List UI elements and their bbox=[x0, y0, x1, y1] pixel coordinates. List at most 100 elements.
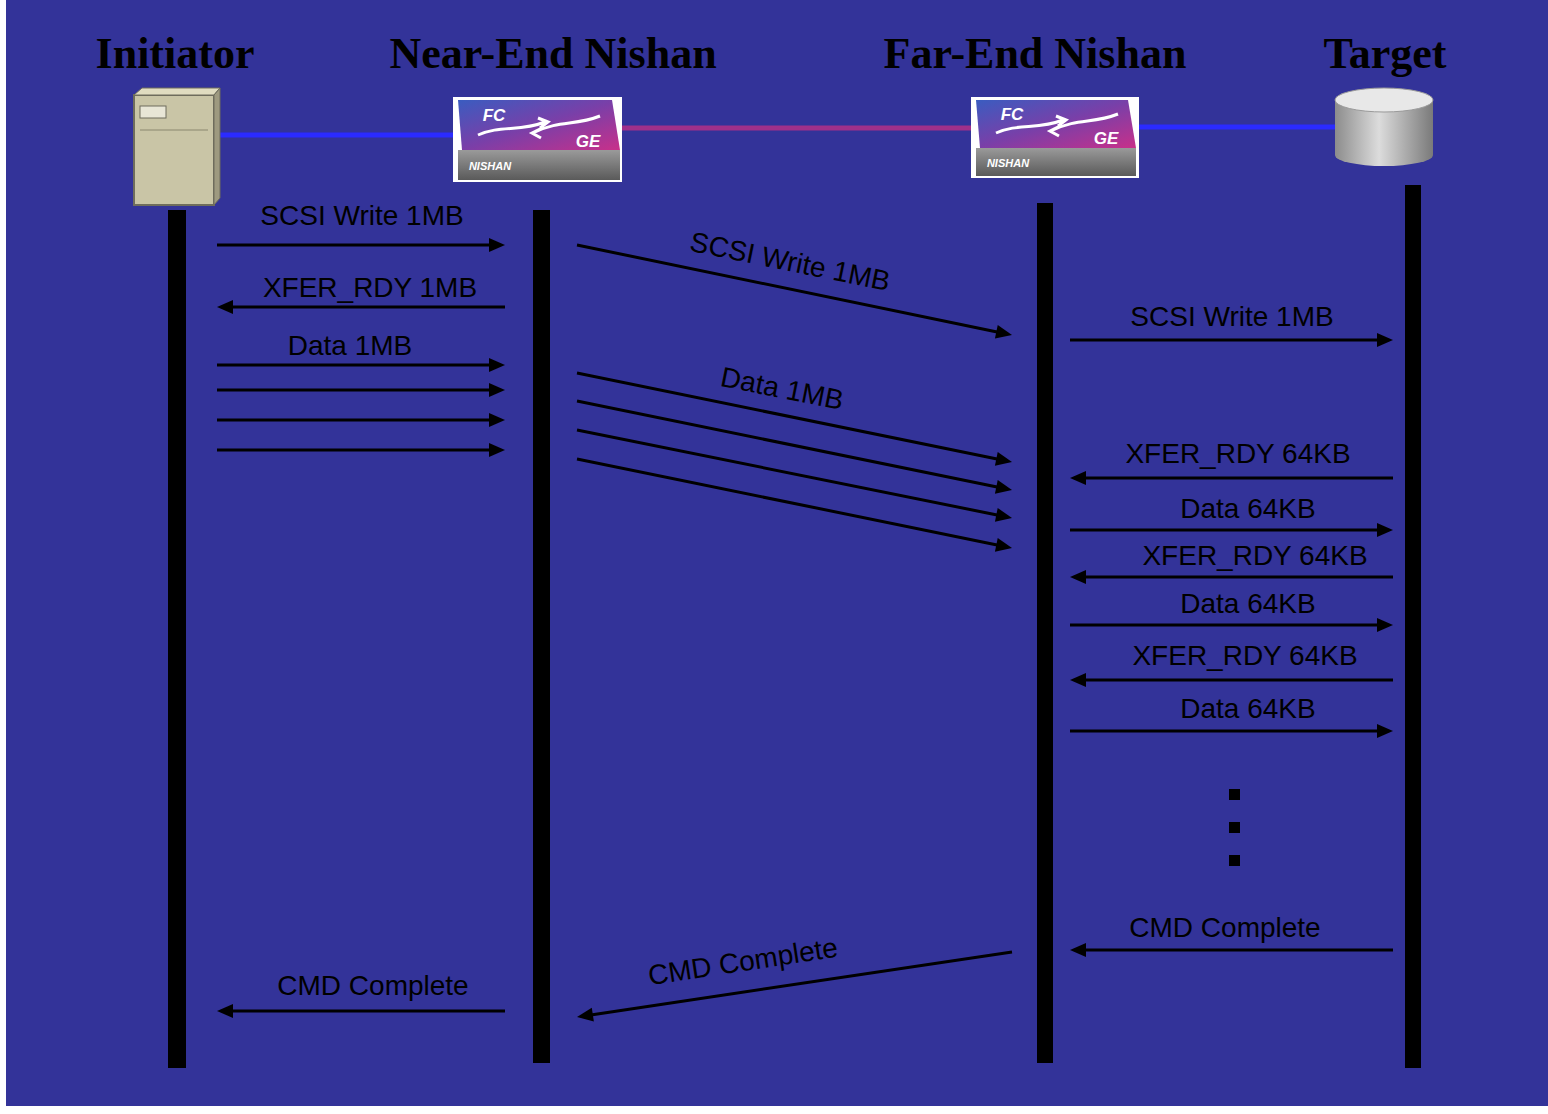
arrowhead bbox=[1070, 471, 1086, 485]
message-label: CMD Complete bbox=[277, 972, 468, 1000]
arrowhead bbox=[1377, 724, 1393, 738]
arrow-line bbox=[1084, 679, 1393, 682]
arrow-line bbox=[1070, 339, 1379, 342]
message-label: XFER_RDY 64KB bbox=[1125, 440, 1350, 468]
arrow-line bbox=[1070, 624, 1379, 627]
logo-text: NISHAN bbox=[469, 161, 511, 172]
server-body bbox=[134, 95, 214, 205]
arrow-line bbox=[217, 449, 491, 452]
arrowhead bbox=[995, 325, 1012, 339]
message-arrow bbox=[217, 238, 505, 252]
participant-name: Far-End Nishan bbox=[884, 32, 1187, 76]
icon-ground bbox=[453, 97, 622, 182]
message-arrow bbox=[577, 430, 1012, 522]
message-label: CMD Complete bbox=[1129, 914, 1320, 942]
disk-top bbox=[1335, 88, 1433, 112]
arrowhead bbox=[217, 300, 233, 314]
message-arrow bbox=[1070, 943, 1393, 957]
disk-bottom bbox=[1335, 144, 1433, 166]
message-arrow bbox=[1070, 673, 1393, 687]
message-label: SCSI Write 1MB bbox=[1130, 303, 1333, 331]
network-link bbox=[577, 128, 1012, 129]
participant-name: Near-End Nishan bbox=[389, 32, 716, 76]
lifelines bbox=[168, 185, 1421, 1068]
message-arrow bbox=[217, 358, 505, 372]
lifeline bbox=[533, 210, 550, 1063]
message-arrow bbox=[1070, 724, 1393, 738]
arrow-line bbox=[231, 1010, 505, 1013]
message-arrow bbox=[577, 401, 1012, 494]
participant-column: Near-End Nishan bbox=[505, 20, 577, 1070]
participant-name: Initiator bbox=[96, 32, 255, 76]
disk-icon bbox=[1335, 88, 1433, 166]
arrowhead bbox=[1377, 523, 1393, 537]
arrow-line bbox=[1084, 477, 1393, 480]
lifeline bbox=[168, 210, 186, 1068]
arrow-line bbox=[577, 459, 998, 545]
arrow-line bbox=[1070, 529, 1379, 532]
logo-text: NISHAN bbox=[987, 158, 1029, 169]
message-label: Data 64KB bbox=[1180, 695, 1315, 723]
dot bbox=[1229, 822, 1240, 833]
arrowhead bbox=[489, 358, 505, 372]
message-arrow bbox=[217, 413, 505, 427]
logo-text: FC bbox=[1001, 106, 1024, 123]
message-label: XFER_RDY 64KB bbox=[1142, 542, 1367, 570]
message-label: XFER_RDY 64KB bbox=[1132, 642, 1357, 670]
arrowhead bbox=[1377, 618, 1393, 632]
message-label: Data 64KB bbox=[1180, 495, 1315, 523]
message-arrow bbox=[1070, 471, 1393, 485]
arrowhead bbox=[489, 238, 505, 252]
dot bbox=[1229, 855, 1240, 866]
message-arrow bbox=[1070, 523, 1393, 537]
message-arrow bbox=[217, 300, 505, 314]
arrowhead bbox=[1377, 333, 1393, 347]
icon-face bbox=[976, 100, 1136, 148]
arrow-line bbox=[577, 126, 1012, 131]
message-label: XFER_RDY 1MB bbox=[263, 274, 477, 302]
lifeline bbox=[1405, 185, 1421, 1068]
participant-name: Target bbox=[1323, 32, 1446, 76]
arrow-line bbox=[1084, 576, 1393, 579]
server-line bbox=[140, 130, 208, 131]
arrowhead bbox=[995, 538, 1012, 552]
server-slot bbox=[140, 106, 166, 118]
message-label: Data 1MB bbox=[288, 332, 413, 360]
arrow-line bbox=[217, 389, 491, 392]
message-arrow bbox=[1070, 333, 1393, 347]
ellipsis-dots bbox=[1229, 789, 1240, 866]
arrowhead bbox=[577, 1008, 594, 1022]
message-arrow bbox=[1070, 618, 1393, 632]
arrow-line bbox=[217, 364, 491, 367]
arrowhead bbox=[1070, 673, 1086, 687]
icon-face bbox=[458, 100, 620, 150]
arrowhead bbox=[217, 1004, 233, 1018]
dot bbox=[1229, 789, 1240, 800]
server-top bbox=[134, 88, 220, 95]
server-icon bbox=[134, 88, 220, 205]
participant-column: Target bbox=[1393, 20, 1433, 1070]
message-arrow bbox=[217, 383, 505, 397]
arrowhead bbox=[1070, 570, 1086, 584]
arrowhead bbox=[489, 443, 505, 457]
arrow-line bbox=[217, 419, 491, 422]
arrow-line bbox=[217, 244, 491, 247]
participant-column: Far-End Nishan bbox=[1012, 20, 1070, 1070]
arrow-line bbox=[231, 306, 505, 309]
message-arrow bbox=[217, 443, 505, 457]
nishan-icon bbox=[971, 97, 1139, 178]
icon-band bbox=[458, 150, 620, 180]
lifeline bbox=[1037, 203, 1053, 1063]
message-label: SCSI Write 1MB bbox=[260, 202, 463, 230]
message-label: Data 64KB bbox=[1180, 590, 1315, 618]
logo-text: GE bbox=[576, 133, 601, 150]
icon-band bbox=[976, 148, 1136, 176]
arrow-line bbox=[1070, 730, 1379, 733]
arrowhead bbox=[995, 452, 1012, 466]
arrowhead bbox=[489, 413, 505, 427]
arrowhead bbox=[995, 480, 1012, 494]
logo-text: FC bbox=[483, 107, 506, 124]
server-side bbox=[214, 88, 220, 205]
nishan-icon bbox=[453, 97, 622, 182]
